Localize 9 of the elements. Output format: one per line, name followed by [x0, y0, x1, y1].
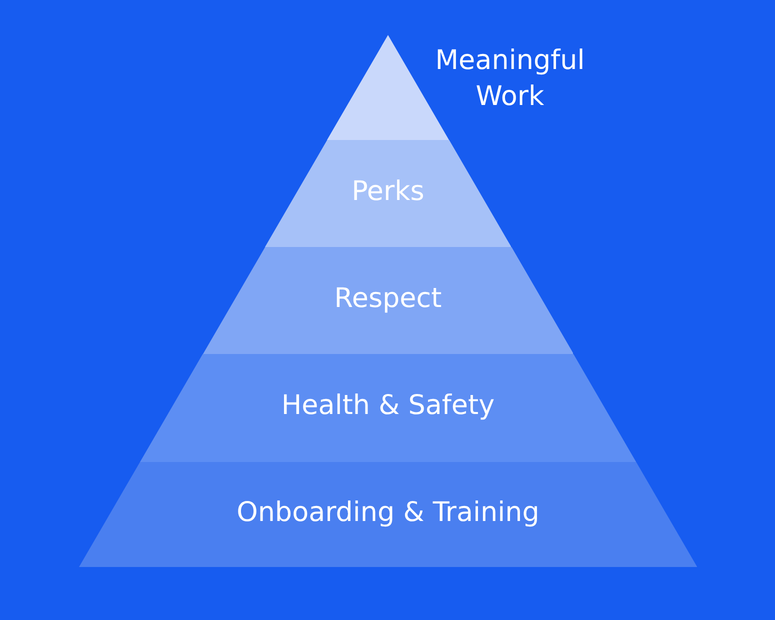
tier-label: Perks [350, 174, 426, 208]
pyramid-tier [264, 140, 512, 247]
tier-label: Respect [333, 282, 443, 316]
pyramid-tier [140, 354, 636, 462]
pyramid-tier [78, 462, 698, 567]
tier-label: Health & Safety [280, 389, 496, 423]
pyramid-tier [202, 247, 574, 354]
tier-label: Meaningful Work [434, 44, 586, 114]
tier-label: Onboarding & Training [236, 496, 540, 530]
